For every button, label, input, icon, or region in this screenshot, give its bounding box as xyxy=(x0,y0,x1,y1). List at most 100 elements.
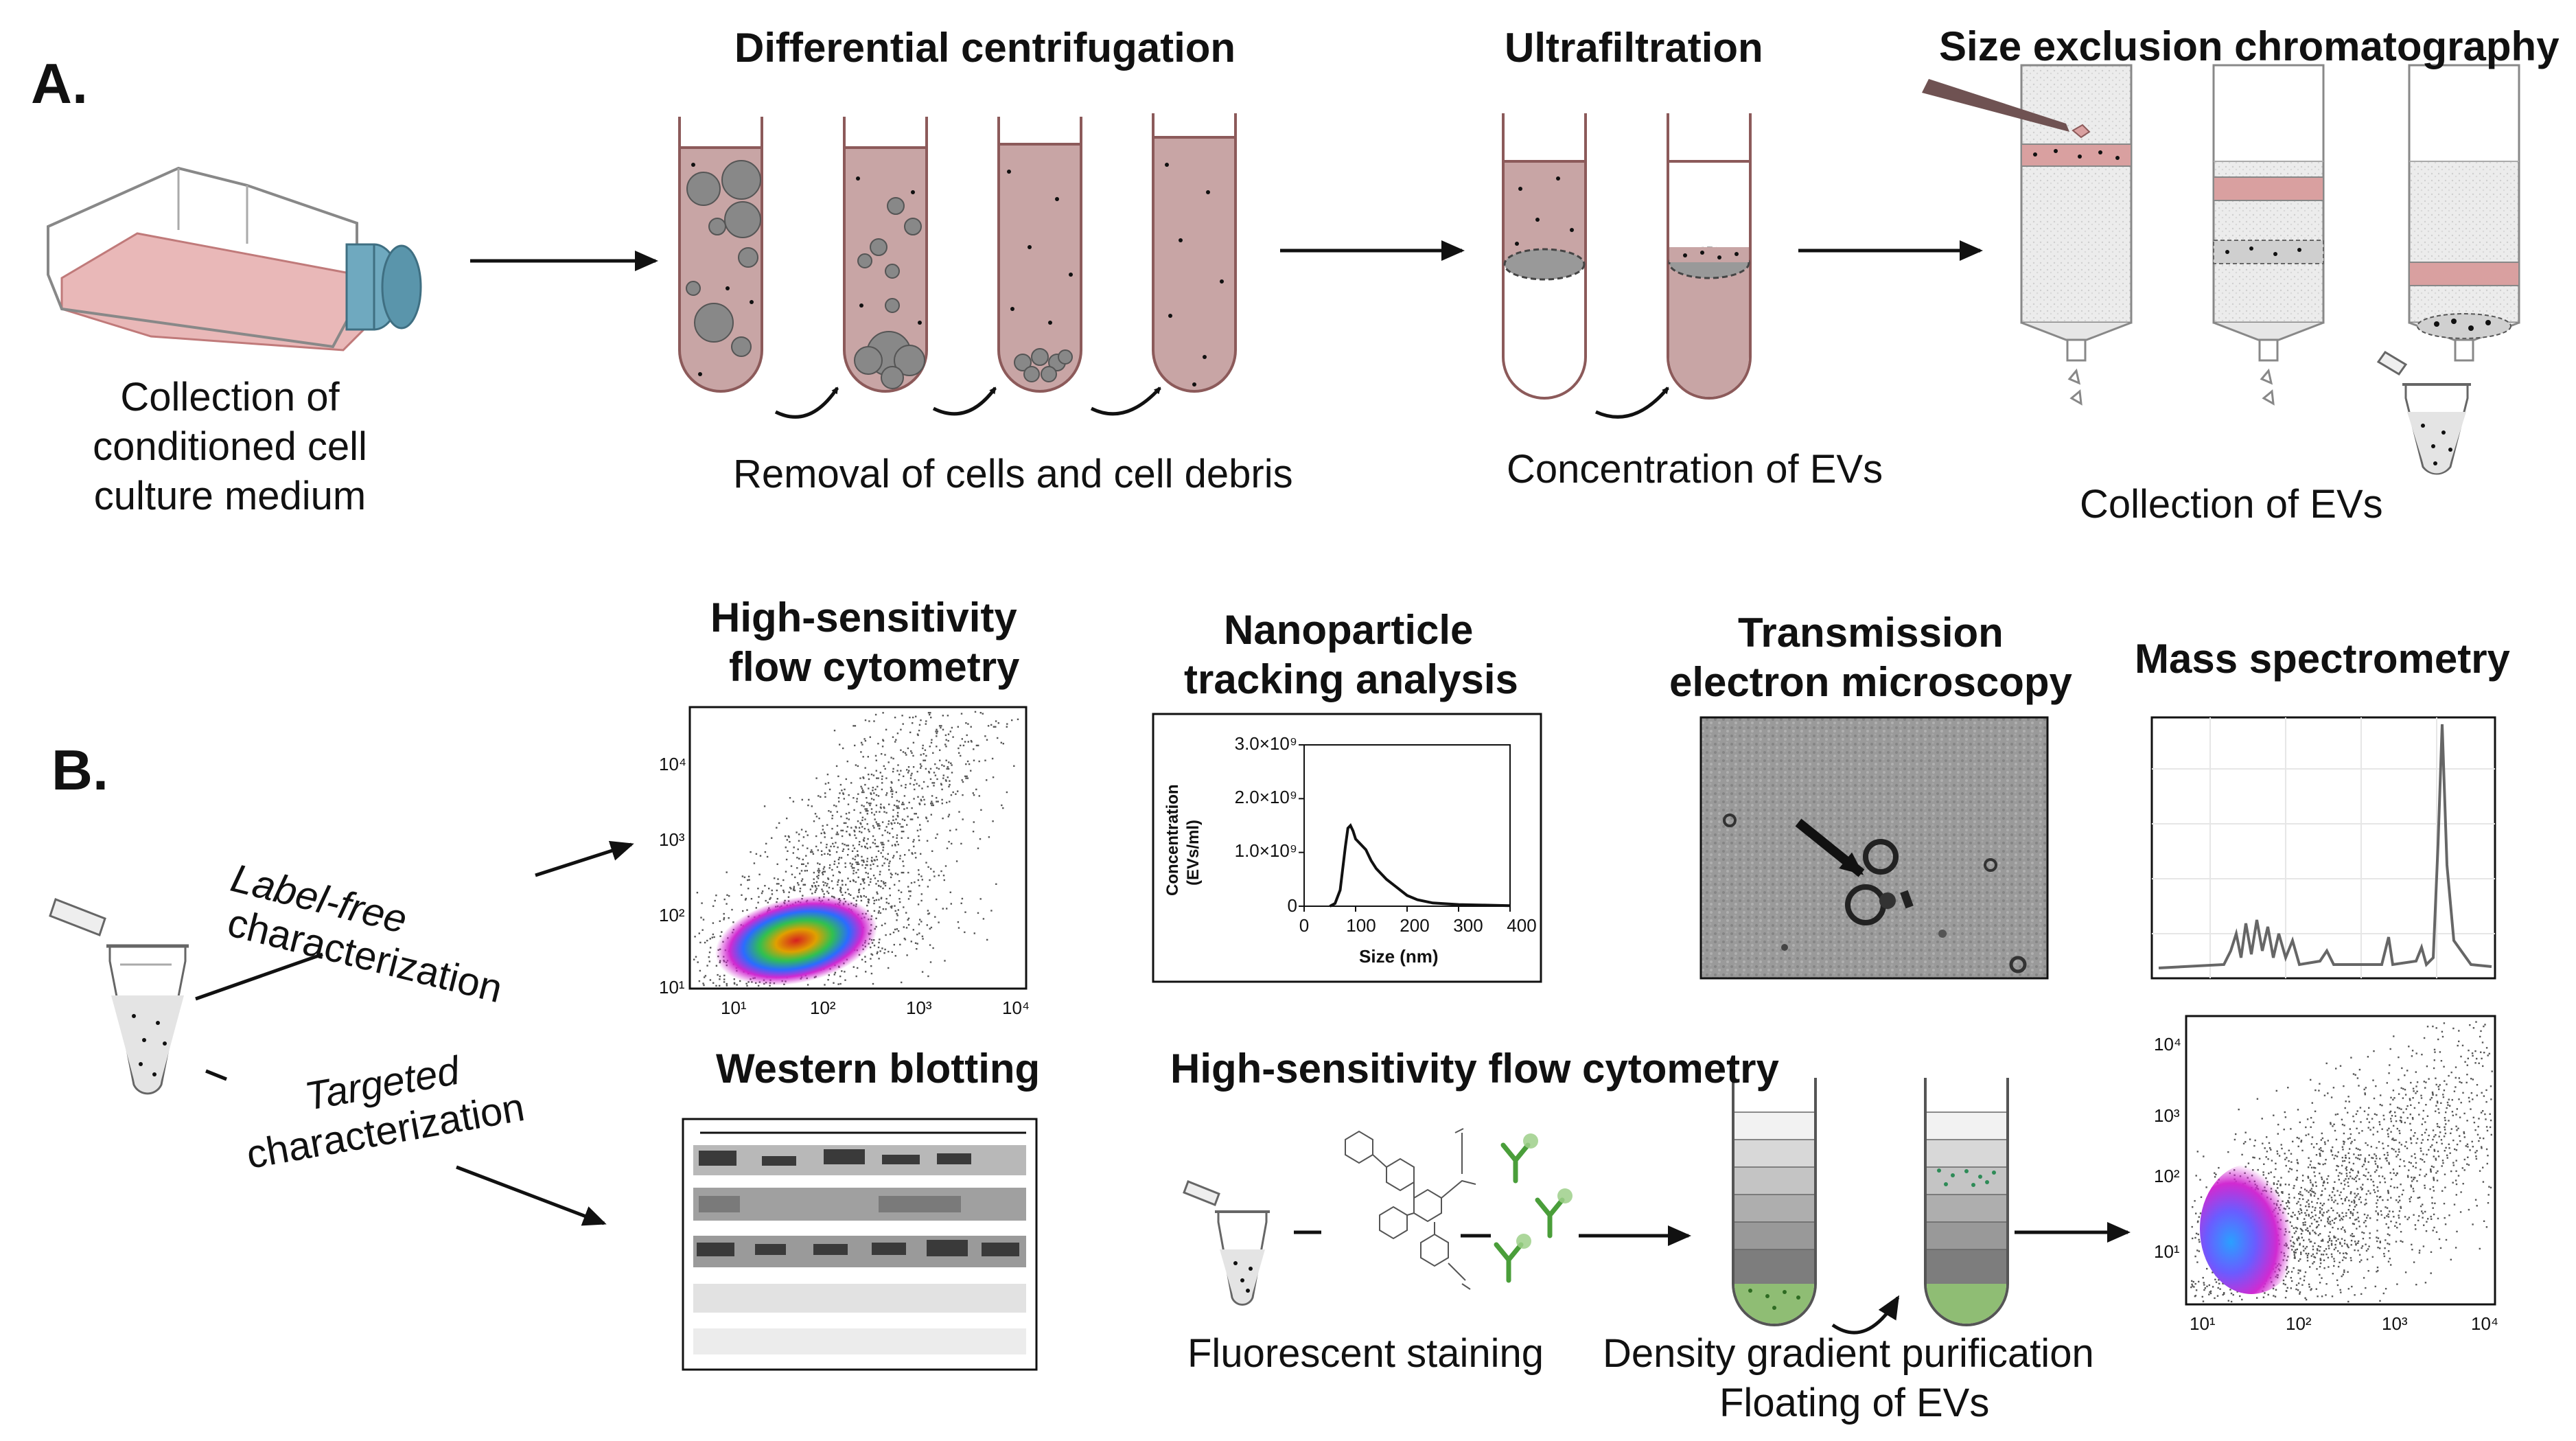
event-dot xyxy=(897,764,899,766)
event-dot xyxy=(2398,1056,2400,1059)
event-dot xyxy=(907,919,909,921)
event-dot xyxy=(702,982,704,984)
event-dot xyxy=(2490,1133,2492,1136)
caption-fluorescent-staining: Fluorescent staining xyxy=(1187,1331,1544,1376)
event-dot xyxy=(936,800,938,803)
event-dot xyxy=(2487,1194,2490,1196)
event-dot xyxy=(2321,1137,2324,1140)
event-dot xyxy=(894,741,896,743)
event-dot xyxy=(841,879,844,881)
event-dot xyxy=(873,902,875,905)
event-dot xyxy=(2466,1064,2468,1066)
event-dot xyxy=(780,885,782,887)
event-dot xyxy=(2422,1139,2424,1141)
event-dot xyxy=(870,808,873,810)
nta-ytick: 1.0×10⁹ xyxy=(1234,840,1297,861)
event-dot xyxy=(875,811,877,813)
event-dot xyxy=(2382,1175,2384,1177)
event-dot xyxy=(2454,1148,2456,1151)
event-dot xyxy=(946,908,948,910)
event-dot xyxy=(2388,1163,2390,1165)
event-dot xyxy=(896,770,898,772)
event-dot xyxy=(2310,1211,2313,1214)
event-dot xyxy=(864,719,867,722)
event-dot xyxy=(787,896,790,898)
event-dot xyxy=(2195,1232,2198,1234)
event-dot xyxy=(919,763,922,765)
event-dot xyxy=(861,791,863,794)
event-dot xyxy=(2426,1026,2429,1028)
event-dot xyxy=(920,893,923,895)
event-dot xyxy=(901,837,903,839)
event-dot xyxy=(997,737,999,739)
event-dot xyxy=(2415,1052,2417,1054)
event-dot xyxy=(2306,1201,2308,1203)
event-dot xyxy=(2485,1089,2487,1092)
event-dot xyxy=(2450,1132,2452,1134)
event-dot xyxy=(887,967,890,969)
event-dot xyxy=(2406,1070,2409,1072)
event-dot xyxy=(2302,1245,2304,1247)
event-dot xyxy=(2339,1194,2341,1197)
event-dot xyxy=(864,767,866,769)
event-dot xyxy=(929,879,931,881)
event-dot xyxy=(951,764,953,766)
event-dot xyxy=(854,834,856,836)
event-dot xyxy=(842,747,844,750)
event-dot xyxy=(894,844,896,846)
event-dot xyxy=(2411,1243,2413,1246)
event-dot xyxy=(2463,1131,2465,1133)
event-dot xyxy=(852,870,855,872)
event-dot xyxy=(2425,1104,2427,1106)
event-dot xyxy=(944,743,947,746)
event-dot xyxy=(2354,1294,2356,1296)
event-dot xyxy=(757,984,760,987)
event-dot xyxy=(822,825,824,827)
event-dot xyxy=(852,880,855,882)
event-dot xyxy=(2314,1231,2316,1234)
centrifuge-tube-2 xyxy=(843,117,928,393)
event-dot xyxy=(2446,1101,2449,1104)
event-dot xyxy=(875,883,877,885)
event-dot xyxy=(2299,1208,2301,1210)
event-dot xyxy=(2444,1129,2446,1131)
event-dot xyxy=(844,844,846,846)
event-dot xyxy=(2390,1118,2392,1120)
event-dot xyxy=(876,823,879,825)
event-dot xyxy=(2286,1287,2288,1289)
event-dot xyxy=(2445,1123,2447,1125)
event-dot xyxy=(2312,1253,2314,1256)
event-dot xyxy=(2190,1286,2192,1289)
event-dot xyxy=(851,850,854,852)
event-dot xyxy=(907,871,909,874)
event-dot xyxy=(2327,1181,2329,1184)
event-dot xyxy=(2452,1114,2454,1116)
event-dot xyxy=(2368,1121,2371,1123)
event-dot xyxy=(2347,1300,2349,1303)
event-dot xyxy=(2341,1173,2343,1175)
event-dot xyxy=(897,909,899,911)
event-dot xyxy=(872,982,874,985)
event-dot xyxy=(2481,1147,2483,1149)
nta-ylabel-line-1: Concentration xyxy=(1163,784,1182,896)
event-dot xyxy=(962,794,964,796)
event-dot xyxy=(2347,1271,2349,1273)
event-dot xyxy=(2230,1292,2233,1295)
event-dot xyxy=(2306,1209,2308,1212)
event-dot xyxy=(885,728,887,730)
event-dot xyxy=(2433,1166,2435,1168)
event-dot xyxy=(2451,1111,2454,1113)
event-dot xyxy=(2369,1232,2371,1234)
event-dot xyxy=(805,865,807,867)
event-dot xyxy=(857,850,859,852)
event-dot xyxy=(906,807,908,809)
event-dot xyxy=(712,905,715,908)
event-dot xyxy=(921,971,924,973)
event-dot xyxy=(971,741,973,743)
event-dot xyxy=(826,890,828,892)
event-dot xyxy=(2372,1157,2374,1160)
event-dot xyxy=(2431,1202,2433,1204)
event-dot xyxy=(2349,1234,2352,1236)
event-dot xyxy=(2441,1142,2443,1145)
event-dot xyxy=(2376,1186,2378,1188)
